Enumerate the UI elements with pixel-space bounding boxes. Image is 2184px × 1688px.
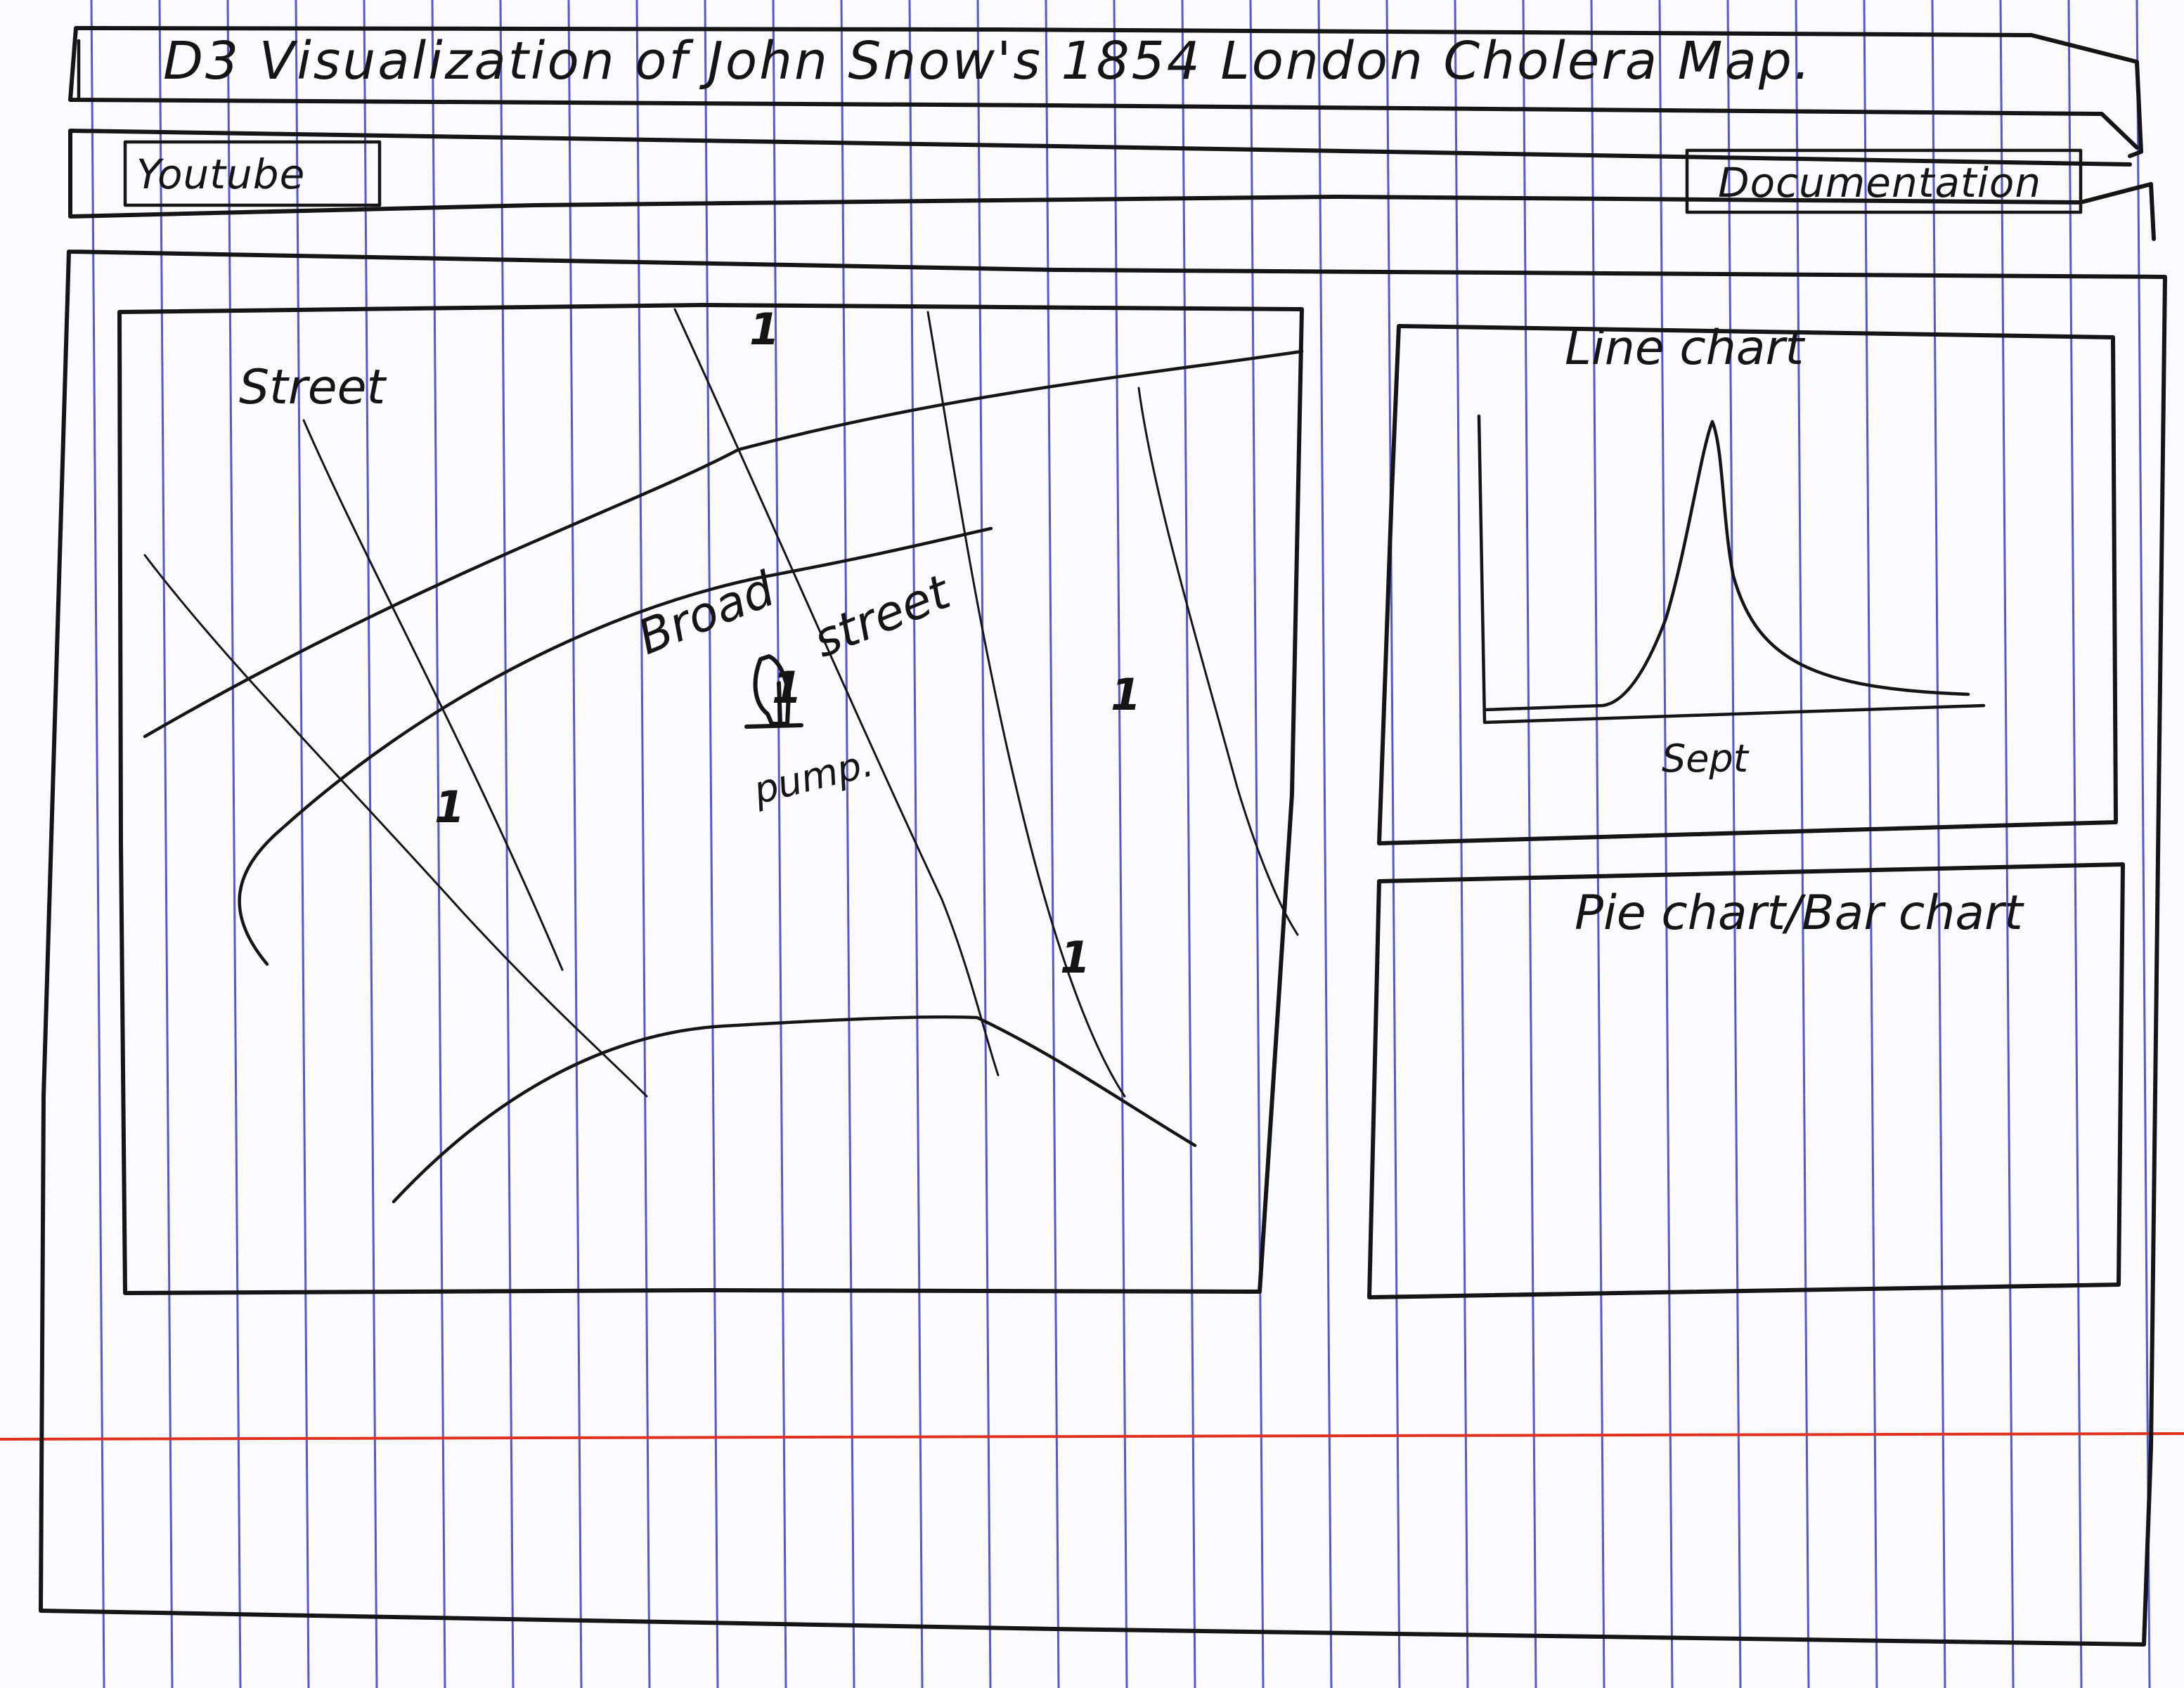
pump-icon[interactable] xyxy=(744,654,803,729)
documentation-button-label: Documentation xyxy=(1718,159,2041,207)
page-title: D3 Visualization of John Snow's 1854 Lon… xyxy=(163,31,1812,91)
ruled-line xyxy=(1863,0,1878,1688)
title-bar: D3 Visualization of John Snow's 1854 Lon… xyxy=(68,26,2143,158)
main-container xyxy=(39,249,2167,1647)
ruled-line xyxy=(2135,0,2151,1688)
ruled-line xyxy=(1317,0,1333,1688)
death-marker-5[interactable]: 1 xyxy=(772,662,802,713)
ruled-line xyxy=(2067,0,2083,1688)
ruled-line xyxy=(1113,0,1128,1688)
ruled-line xyxy=(772,0,787,1688)
line-chart-panel: Line chart Sept xyxy=(1377,320,2118,845)
ruled-line xyxy=(840,0,855,1688)
broad-street-line xyxy=(238,526,993,966)
ruled-line xyxy=(567,0,583,1688)
map-panel: Street Broad street pump. 1 1 1 1 xyxy=(117,303,1304,1295)
ruled-line xyxy=(1999,0,2015,1688)
ruled-line xyxy=(226,0,242,1688)
ruled-line xyxy=(90,0,105,1688)
ruled-line xyxy=(704,0,719,1688)
ruled-line xyxy=(363,0,378,1688)
pie-bar-chart-panel: Pie chart/Bar chart xyxy=(1367,862,2125,1299)
death-marker-3[interactable]: 1 xyxy=(1111,669,1141,720)
pie-bar-chart-title: Pie chart/Bar chart xyxy=(1575,885,2024,941)
ruled-line xyxy=(158,0,174,1688)
navbar: Youtube Documentation xyxy=(68,129,2156,241)
line-chart-x-label: Sept xyxy=(1662,736,1750,781)
ruled-line xyxy=(1658,0,1674,1688)
bottom-street-curve xyxy=(392,1015,1197,1204)
death-marker-4[interactable]: 1 xyxy=(1060,932,1090,983)
death-marker-2[interactable]: 1 xyxy=(434,781,465,833)
ruled-line xyxy=(431,0,446,1688)
ruled-line xyxy=(1726,0,1742,1688)
street-label: Street xyxy=(239,360,387,415)
ruled-line xyxy=(295,0,310,1688)
ruled-line xyxy=(1931,0,1946,1688)
street-label-2: street xyxy=(806,564,959,669)
ruled-line xyxy=(1590,0,1605,1688)
ruled-line xyxy=(1454,0,1469,1688)
ruled-line xyxy=(1795,0,1810,1688)
line-chart-axes xyxy=(1477,414,1986,725)
youtube-button-label: Youtube xyxy=(136,150,305,198)
pump-label: pump. xyxy=(749,741,878,813)
line-chart-title: Line chart xyxy=(1565,320,1805,376)
margin-line xyxy=(0,1432,2184,1441)
documentation-button[interactable]: Documentation xyxy=(1685,148,2083,214)
ruled-line xyxy=(1181,0,1196,1688)
broad-label: Broad xyxy=(631,561,783,666)
death-marker-1[interactable]: 1 xyxy=(749,304,780,355)
ruled-line xyxy=(1045,0,1060,1688)
line-chart-curve xyxy=(1482,420,1970,712)
ruled-line xyxy=(1522,0,1537,1688)
ruled-line xyxy=(635,0,651,1688)
youtube-button[interactable]: Youtube xyxy=(123,140,382,207)
ruled-line xyxy=(976,0,992,1688)
